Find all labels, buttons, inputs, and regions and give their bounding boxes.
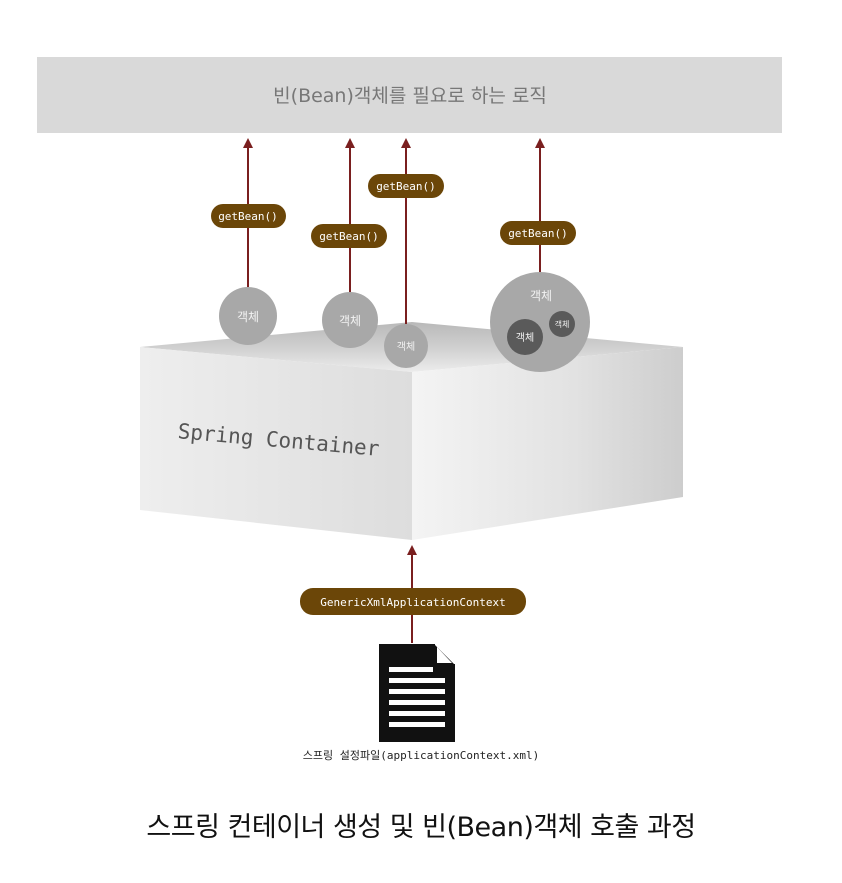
getbean-pill-1: getBean() [211,204,286,228]
object-label: 객체 [339,314,361,328]
bean-object-2: 객체 [322,292,378,348]
pill-background [500,221,576,245]
object-inner-label: 객체 [516,332,534,344]
object-circle [219,287,277,345]
object-circle [322,292,378,348]
context-pill: GenericXmlApplicationContext [300,588,526,615]
container-left-face [140,347,412,540]
bean-objects: 객체 객체 객체 객체 객체 객체 [219,272,590,372]
object-inner-circle [507,319,543,355]
pill-background [211,204,286,228]
getbean-pill-4: getBean() [500,221,576,245]
getbean-label: getBean() [508,227,568,240]
object-label: 객체 [530,289,552,303]
pill-background [311,224,387,248]
getbean-label: getBean() [319,230,379,243]
logic-box: 빈(Bean)객체를 필요로 하는 로직 [37,57,782,133]
getbean-pills: getBean() getBean() getBean() getBean() [211,174,576,248]
object-circle [384,324,428,368]
context-label: GenericXmlApplicationContext [320,596,505,609]
bean-object-3: 객체 [384,324,428,368]
getbean-pill-2: getBean() [311,224,387,248]
object-inner-circle [549,311,575,337]
logic-box-background [37,57,782,133]
getbean-label: getBean() [218,210,278,223]
pill-background [368,174,444,198]
bean-object-1: 객체 [219,287,277,345]
bean-object-4: 객체 객체 객체 [490,272,590,372]
getbean-arrows [243,138,545,324]
object-label: 객체 [237,310,259,324]
config-file-label: 스프링 설정파일(applicationContext.xml) [302,749,540,762]
object-label: 객체 [397,341,415,353]
object-inner-label: 객체 [555,319,570,329]
logic-box-label: 빈(Bean)객체를 필요로 하는 로직 [273,85,547,107]
context-pill-background [300,588,526,615]
object-circle [490,272,590,372]
figure-caption: 스프링 컨테이너 생성 및 빈(Bean)객체 호출 과정 [146,812,696,843]
container-right-face [412,347,683,540]
getbean-pill-3: getBean() [368,174,444,198]
getbean-label: getBean() [376,180,436,193]
document-icon [379,644,455,742]
